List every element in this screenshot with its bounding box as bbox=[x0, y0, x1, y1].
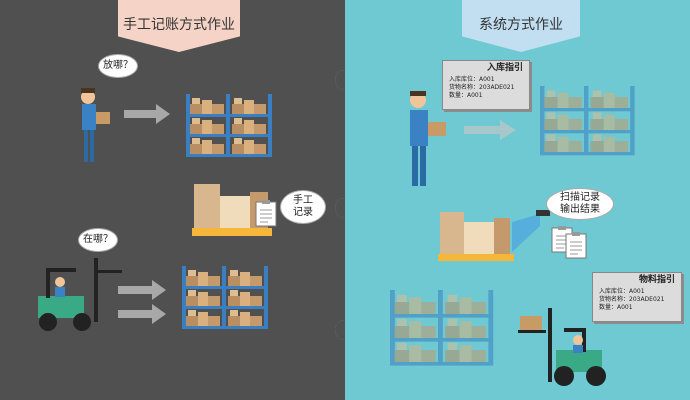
inbound-guide-title: 入库指引 bbox=[486, 63, 523, 73]
arrow-icon bbox=[464, 120, 516, 140]
manual-record-line1: 手工 bbox=[293, 195, 313, 206]
where-is-bubble: 在哪？ bbox=[78, 228, 118, 252]
inbound-guide-line: 数量：A001 bbox=[449, 92, 483, 99]
worker-figure bbox=[81, 88, 110, 162]
pallet-boxes-icon bbox=[438, 212, 514, 261]
shelf-faded-icon bbox=[540, 86, 635, 155]
clipboard-icon bbox=[255, 199, 277, 227]
scan-result-line2: 输出结果 bbox=[560, 204, 600, 215]
shelf-faded-icon bbox=[390, 290, 493, 366]
material-guide-card: 物料指引 入库库位：A001 货物名称：203ADE021 数量：A001 bbox=[592, 272, 682, 322]
shelf-icon bbox=[186, 94, 272, 157]
where-put-bubble: 放哪？ bbox=[98, 54, 138, 78]
manual-record-bubble: 手工 记录 bbox=[280, 190, 326, 224]
arrow-icon bbox=[124, 104, 170, 124]
clipboard-icon bbox=[565, 231, 587, 259]
shelf-icon bbox=[182, 266, 268, 329]
material-guide-line: 入库库位：A001 bbox=[599, 288, 645, 295]
material-guide-line: 数量：A001 bbox=[599, 304, 633, 311]
inbound-guide-line: 货物名称：203ADE021 bbox=[449, 84, 515, 91]
forklift-icon bbox=[518, 308, 606, 386]
material-guide-line: 货物名称：203ADE021 bbox=[599, 296, 665, 303]
pallet-boxes-icon bbox=[192, 184, 272, 236]
material-guide-title: 物料指引 bbox=[638, 275, 675, 285]
inbound-guide-line: 入库库位：A001 bbox=[449, 76, 495, 83]
worker-figure-system bbox=[410, 91, 446, 186]
scan-result-line1: 扫描记录 bbox=[560, 192, 600, 203]
scan-result-bubble: 扫描记录 输出结果 bbox=[546, 188, 614, 220]
inbound-guide-card: 入库指引 入库库位：A001 货物名称：203ADE021 数量：A001 bbox=[442, 60, 530, 110]
double-arrow-icon bbox=[118, 280, 166, 324]
manual-record-line2: 记录 bbox=[293, 207, 313, 218]
forklift-icon bbox=[38, 258, 122, 331]
scanner-beam-icon bbox=[512, 210, 550, 252]
